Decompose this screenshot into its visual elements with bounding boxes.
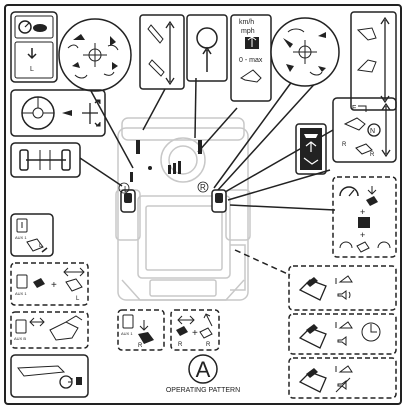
switch-panel-1 (289, 266, 396, 310)
left-pattern-circle (59, 19, 131, 91)
auto-plus-1: + (360, 207, 365, 217)
switch-panel-2 (289, 314, 396, 354)
direction-r2: R (370, 152, 375, 158)
aux1-bottom-r: R (138, 343, 143, 349)
aux1-panel-bottom: AUX 1 R (118, 310, 164, 350)
pattern-letter: A (196, 357, 211, 382)
auto-plus-2: + (360, 230, 365, 240)
swing-panel (187, 15, 227, 81)
travel-speed-panel: km/h mph 0 - max (231, 15, 271, 101)
speed-unit-kmh: km/h (239, 19, 254, 26)
direction-panel: F N R R (333, 98, 396, 162)
pattern-title: OPERATING PATTERN (166, 387, 240, 394)
auto-speed-panel: + + (333, 177, 396, 257)
direction-r1: R (342, 142, 347, 148)
speed-unit-mph: mph (241, 28, 255, 35)
arm-rest-panel (11, 355, 88, 397)
right-joystick (212, 190, 226, 212)
direction-n: N (370, 128, 375, 135)
bucket-panel (351, 12, 396, 110)
engine-panel-l: L (30, 66, 34, 73)
combo-r-right: R (206, 342, 211, 348)
travel-lock-panel (296, 124, 326, 174)
operating-pattern-footer: A OPERATING PATTERN (166, 355, 240, 394)
aux1-top-label: AUX 1 (15, 235, 27, 240)
cab-right-label: R (200, 183, 206, 192)
auxb-label: AUX B (14, 336, 26, 341)
aux1-bottom-label: AUX 1 (121, 331, 133, 336)
boom-panel (140, 15, 184, 89)
aux1-mid-plus: + (51, 280, 57, 291)
axle-panel (11, 143, 80, 177)
combo-r-left: R (178, 342, 183, 348)
engine-speed-panel: L (11, 12, 57, 82)
steering-panel (11, 90, 105, 136)
switch-panel-3 (289, 358, 396, 398)
right-pattern-circle (271, 18, 339, 86)
aux1-mid-l: L (76, 296, 80, 302)
auxb-panel: AUX B (11, 312, 88, 348)
aux1-panel-mid: AUX 1 + L (11, 263, 88, 305)
aux1-mid-label: AUX 1 (15, 291, 27, 296)
combo-plus: + (192, 328, 198, 339)
right-combo-panel: R + R (171, 310, 219, 350)
direction-f: F (352, 105, 356, 112)
aux1-panel-top: AUX 1 L (11, 214, 53, 256)
speed-range: 0 - max (239, 57, 263, 64)
